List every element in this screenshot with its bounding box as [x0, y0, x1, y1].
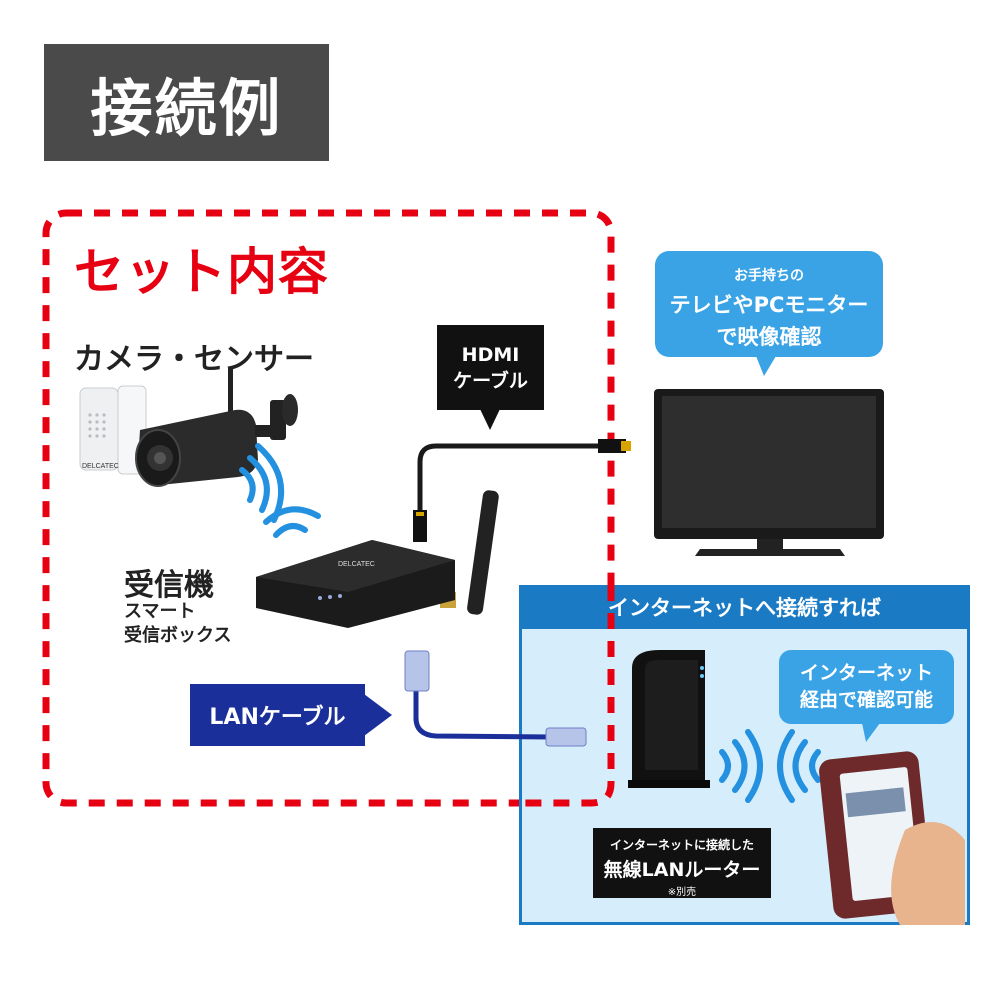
tv-bubble-line-1: お手持ちの — [734, 268, 804, 284]
lan-cable — [404, 650, 587, 747]
internet-panel-header: インターネットへ接続すれば — [519, 585, 970, 629]
internet-bubble-line-1: インターネット — [799, 662, 933, 684]
camera-sensor-label: カメラ・センサー — [74, 342, 314, 377]
receiver-sub-line-1: スマート — [124, 601, 196, 622]
smartphone — [819, 751, 965, 925]
tv-bubble-tail — [756, 356, 776, 376]
receiver-sub-label: スマート 受信ボックス — [124, 600, 231, 648]
receiver-box — [256, 540, 455, 628]
hdmi-label-line-1: HDMI — [461, 343, 520, 366]
hdmi-bubble-tail — [480, 409, 500, 430]
set-boundary-overlay — [519, 585, 615, 807]
tv-bubble-line-3: で映像確認 — [716, 325, 822, 349]
receiver-sub-line-2: 受信ボックス — [124, 625, 232, 646]
camera-wifi-icon — [239, 443, 285, 523]
set-contents-title: セット内容 — [74, 243, 329, 301]
tv-bubble-line-2: テレビやPCモニター — [669, 293, 869, 317]
hdmi-cable — [413, 439, 631, 542]
router-label-line-2: 無線LANルーター — [603, 859, 761, 881]
tv-bubble: お手持ちの テレビやPCモニター で映像確認 — [655, 251, 883, 357]
sensor-brand: DELCATEC — [82, 463, 119, 470]
hdmi-label-line-2: ケーブル — [453, 369, 528, 392]
internet-bubble-line-2: 経由で確認可能 — [799, 689, 933, 711]
title-background — [44, 44, 329, 161]
net-bubble-tail — [862, 723, 880, 742]
hdmi-cable-bubble: HDMI ケーブル — [437, 325, 544, 410]
router-label: インターネットに接続した 無線LANルーター ※別売 — [593, 828, 771, 898]
lan-bubble-tail — [364, 694, 392, 736]
receiver-brand: DELCATEC — [338, 561, 375, 568]
lan-cable-bubble: LANケーブル — [190, 684, 365, 746]
set-contents-boundary — [42, 209, 615, 807]
receiver-wifi-icon — [263, 506, 321, 538]
television — [654, 389, 884, 556]
page-title: 接続例 — [90, 71, 283, 145]
internet-bubble: インターネット 経由で確認可能 — [779, 650, 954, 724]
router-label-note: ※別売 — [667, 887, 697, 898]
wireless-router — [628, 650, 710, 788]
phone-wifi-icon — [777, 729, 821, 803]
router-wifi-icon — [719, 729, 763, 803]
security-camera — [135, 368, 298, 487]
receiver-label: 受信機 — [124, 568, 214, 603]
router-label-line-1: インターネットに接続した — [609, 838, 754, 852]
